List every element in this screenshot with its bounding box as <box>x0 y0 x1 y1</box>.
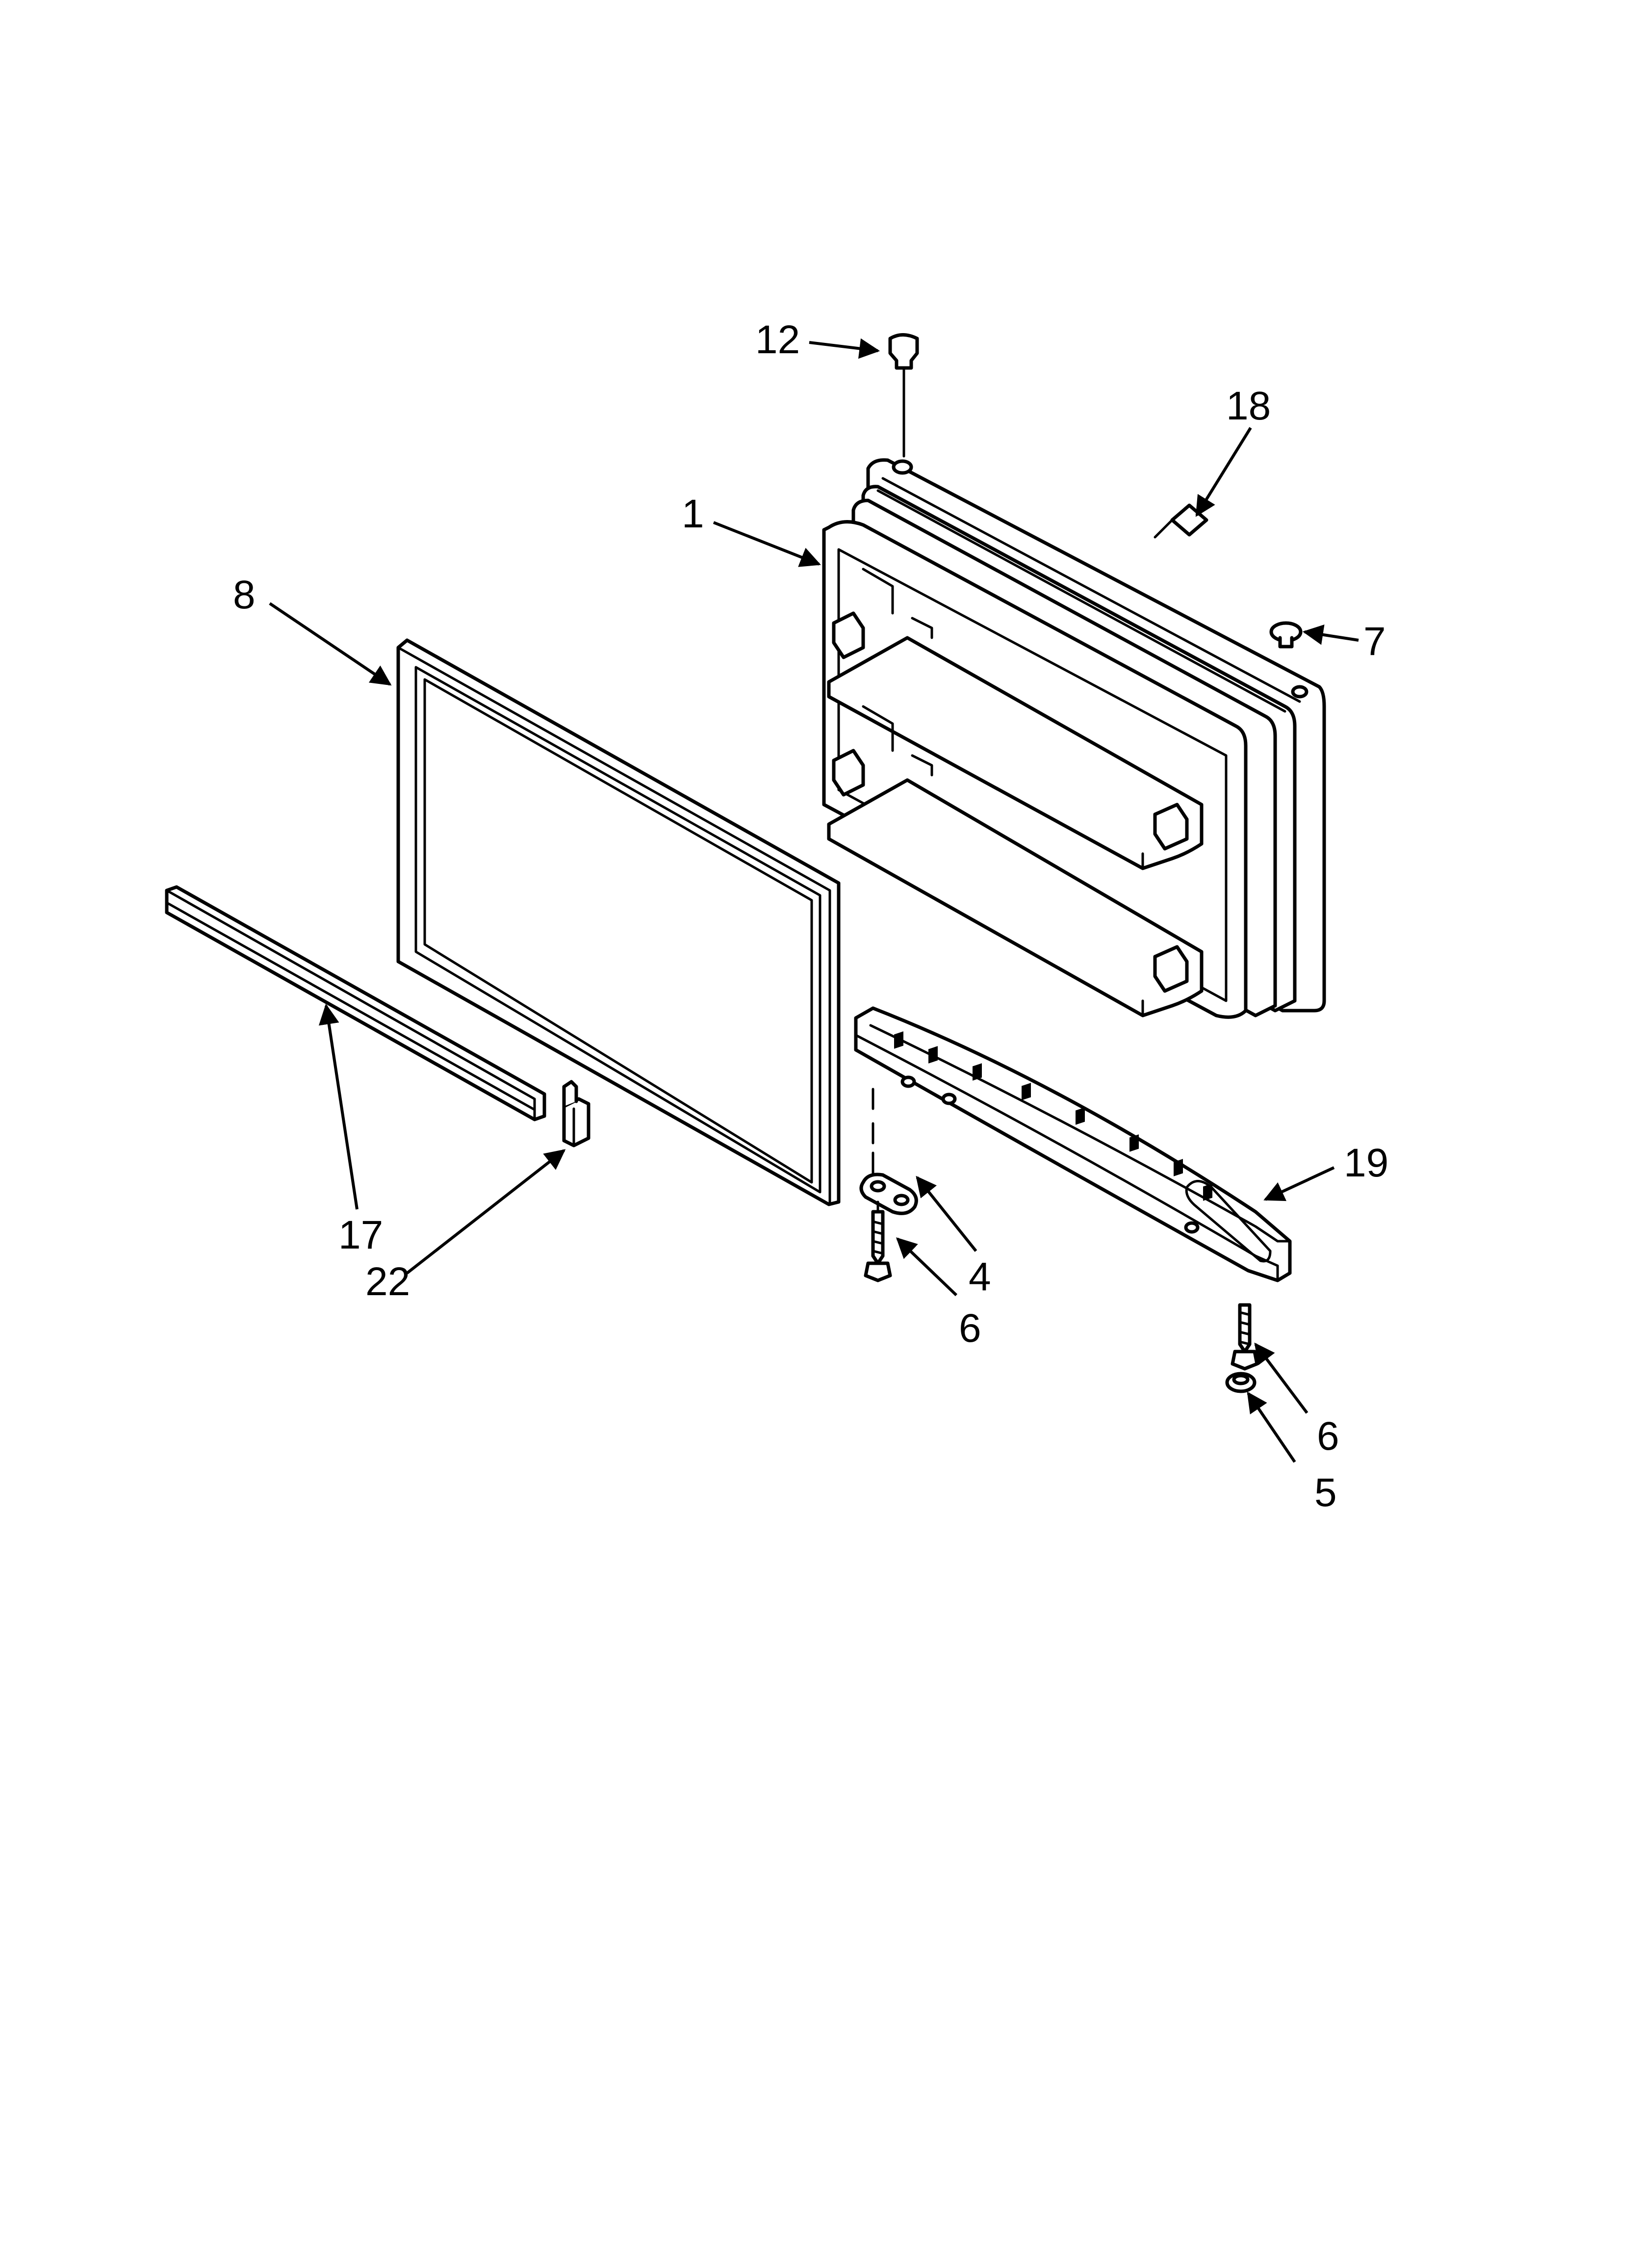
screw-left-part <box>864 1200 892 1282</box>
screw-right-part <box>1231 1303 1259 1371</box>
callout-12: 12 <box>755 317 800 362</box>
leader-8 <box>269 602 392 686</box>
callout-19: 19 <box>1344 1141 1388 1185</box>
leader-5 <box>1247 1391 1296 1463</box>
leader-lines <box>269 338 1359 1463</box>
nut-washer-part <box>1225 1372 1257 1393</box>
callout-4: 4 <box>969 1254 991 1299</box>
leader-4 <box>916 1175 977 1252</box>
leader-1 <box>713 521 821 567</box>
hinge-bracket-part <box>859 1088 918 1215</box>
callout-6-right: 6 <box>1317 1414 1339 1459</box>
leader-18 <box>1195 427 1252 517</box>
callout-1: 1 <box>682 492 704 536</box>
leader-6a <box>896 1237 958 1297</box>
leader-19 <box>1263 1166 1335 1201</box>
door-liner-part <box>822 458 1326 1019</box>
leader-12 <box>809 338 880 359</box>
leader-7 <box>1302 625 1359 645</box>
trim-strip-part <box>165 885 546 1121</box>
callout-labels: 12 18 1 7 8 17 22 19 4 6 6 5 <box>233 317 1388 1515</box>
callout-5: 5 <box>1314 1470 1337 1515</box>
callout-17: 17 <box>338 1213 383 1257</box>
leader-6b <box>1254 1342 1308 1414</box>
plug-cap-part <box>1269 621 1303 649</box>
callout-6-left: 6 <box>959 1306 981 1351</box>
callout-22: 22 <box>365 1259 410 1304</box>
door-gasket-part <box>396 638 841 1206</box>
callout-7: 7 <box>1363 619 1386 664</box>
end-cap-part <box>562 1080 590 1147</box>
plug-screw-part <box>888 333 919 458</box>
callout-8: 8 <box>233 573 256 617</box>
leader-22 <box>406 1149 566 1275</box>
door-handle-part <box>854 1006 1292 1282</box>
callout-18: 18 <box>1226 384 1271 428</box>
leader-17 <box>318 1003 359 1210</box>
